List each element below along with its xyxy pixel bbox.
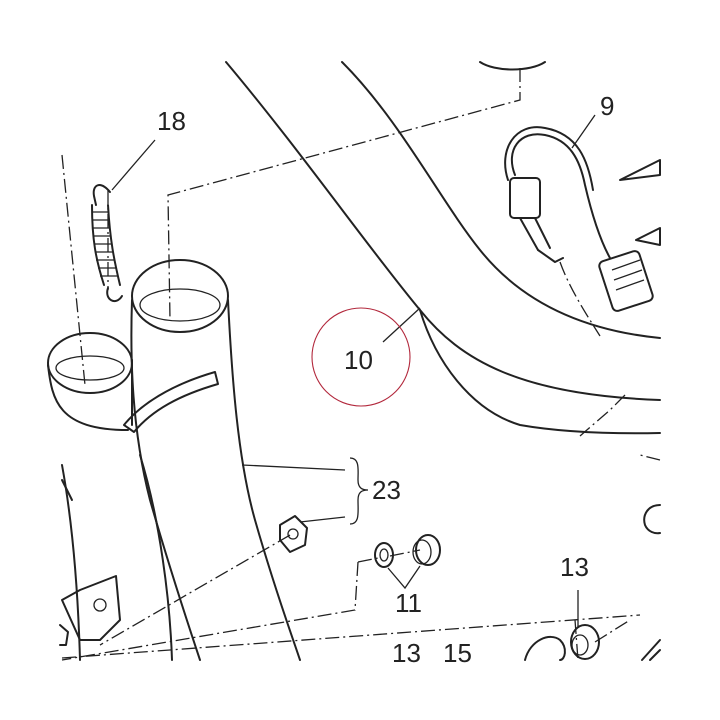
left-frame-portion [59,464,121,661]
callout-13-upper: 13 [560,552,589,582]
callout-10-highlight [311,307,411,407]
callout-18: 18 [157,106,186,136]
callout-23: 23 [372,475,401,505]
pipe-clamp [123,371,219,433]
fastener-13-right [570,624,600,660]
fastener-13-left [524,635,566,661]
callout-9: 9 [600,91,614,121]
callout-11: 11 [395,588,422,618]
nut-23 [279,515,308,553]
grommet-11 [412,534,441,566]
exhaust-pipe-main [130,259,301,661]
spring-18 [91,184,123,303]
fastener-right-edge [641,504,661,661]
frame-outline [225,61,661,435]
exhaust-pipe-left [47,332,133,431]
sensor-assembly-9 [504,126,661,312]
leader-lines [111,114,596,628]
callout-10: 10 [344,345,373,375]
assembly-lines [61,68,661,661]
brace-23 [349,457,369,525]
callout-15: 15 [443,638,472,668]
callout-13-lower: 13 [392,638,421,668]
washer-11 [374,542,394,568]
